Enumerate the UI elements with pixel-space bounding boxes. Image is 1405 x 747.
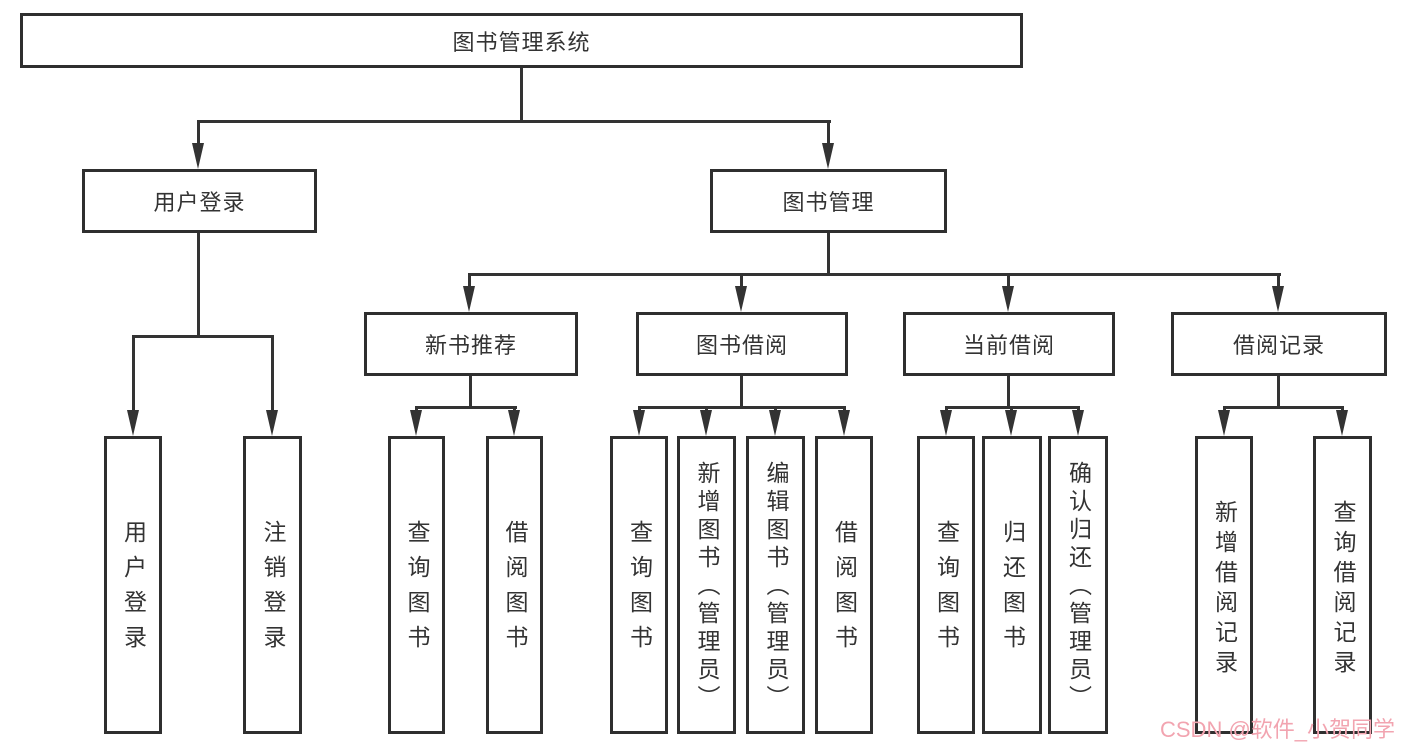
leaf-borrow-books-recommend: 借阅图书: [486, 436, 543, 734]
leaf-add-borrow-record: 新增借阅记录: [1195, 436, 1253, 734]
arrow-down-icon: [940, 410, 952, 436]
connector-root-stem: [520, 68, 523, 122]
arrow-down-icon: [508, 410, 520, 436]
arrow-down-icon: [769, 410, 781, 436]
connector-user-login-bar: [132, 335, 274, 338]
connector-bar: [415, 406, 517, 409]
connector-book-mgmt-stem: [827, 120, 830, 144]
arrow-down-icon: [1072, 410, 1084, 436]
arrow-down-icon: [1272, 286, 1284, 312]
leaf-borrow-books: 借阅图书: [815, 436, 873, 734]
connector-leaf-stem: [1341, 406, 1344, 413]
connector-bar: [1223, 406, 1344, 409]
arrow-down-icon: [838, 410, 850, 436]
arrow-down-icon: [1336, 410, 1348, 436]
connector-stem: [740, 376, 743, 408]
arrow-down-icon: [192, 143, 204, 169]
arrow-down-icon: [1002, 286, 1014, 312]
arrow-down-icon: [735, 286, 747, 312]
connector-level2-bar: [468, 273, 1281, 276]
connector-leaf-stem: [1010, 406, 1013, 413]
connector-stem: [1277, 273, 1280, 287]
node-new-book-recommend: 新书推荐: [364, 312, 578, 376]
csdn-watermark: CSDN @软件_小贺同学: [1160, 717, 1396, 742]
arrow-down-icon: [1005, 410, 1017, 436]
connector-stem: [1007, 376, 1010, 408]
connector-user-login-down: [197, 233, 200, 335]
connector-leaf-stem: [513, 406, 516, 413]
connector-leaf-stem: [1223, 406, 1226, 413]
arrow-down-icon: [633, 410, 645, 436]
arrow-down-icon: [127, 410, 139, 436]
connector-stem: [468, 273, 471, 287]
connector-stem: [740, 273, 743, 287]
connector-book-mgmt-down: [827, 233, 830, 275]
connector-bar: [638, 406, 846, 409]
leaf-edit-book-admin: 编辑图书（管理员）: [746, 436, 805, 734]
node-library-system: 图书管理系统: [20, 13, 1023, 68]
leaf-confirm-return-admin: 确认归还（管理员）: [1048, 436, 1108, 734]
leaf-query-borrow-record: 查询借阅记录: [1313, 436, 1372, 734]
node-borrow-records: 借阅记录: [1171, 312, 1387, 376]
arrow-down-icon: [700, 410, 712, 436]
arrow-down-icon: [410, 410, 422, 436]
node-current-borrow: 当前借阅: [903, 312, 1115, 376]
connector-user-login-stem: [197, 120, 200, 144]
leaf-return-book: 归还图书: [982, 436, 1042, 734]
arrow-down-icon: [266, 410, 278, 436]
connector-leaf-stem: [1077, 406, 1080, 413]
leaf-query-books-current: 查询图书: [917, 436, 975, 734]
arrow-down-icon: [822, 143, 834, 169]
node-user-login: 用户登录: [82, 169, 317, 233]
connector-leaf-stem: [638, 406, 641, 413]
leaf-query-books-borrow: 查询图书: [610, 436, 668, 734]
connector-stem: [1277, 376, 1280, 408]
connector-leaf-stem: [945, 406, 948, 413]
node-book-management: 图书管理: [710, 169, 947, 233]
connector-leaf-stem: [271, 335, 274, 411]
connector-leaf-stem: [132, 335, 135, 411]
arrow-down-icon: [1218, 410, 1230, 436]
connector-stem: [1007, 273, 1010, 287]
arrow-down-icon: [463, 286, 475, 312]
leaf-query-books-recommend: 查询图书: [388, 436, 445, 734]
leaf-logout: 注销登录: [243, 436, 302, 734]
connector-leaf-stem: [705, 406, 708, 413]
connector-leaf-stem: [843, 406, 846, 413]
connector-leaf-stem: [774, 406, 777, 413]
leaf-user-login: 用户登录: [104, 436, 162, 734]
connector-leaf-stem: [415, 406, 418, 413]
node-book-borrow: 图书借阅: [636, 312, 848, 376]
connector-stem: [469, 376, 472, 408]
connector-level1-bar: [197, 120, 831, 123]
leaf-add-book-admin: 新增图书（管理员）: [677, 436, 736, 734]
